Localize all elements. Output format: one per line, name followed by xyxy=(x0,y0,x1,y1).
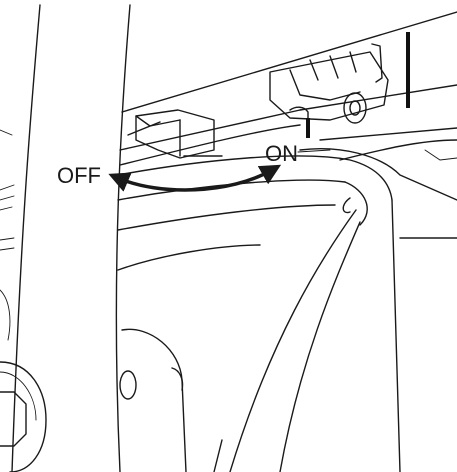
on-leader-line xyxy=(297,149,331,153)
left-bracket xyxy=(0,361,47,472)
left-frame xyxy=(0,4,131,472)
direction-arrow xyxy=(108,164,282,192)
diagonal-strap xyxy=(213,209,361,472)
top-housing xyxy=(119,11,457,166)
switch-knob xyxy=(135,109,223,159)
pivot-plate xyxy=(119,328,187,472)
on-label: ON xyxy=(265,141,298,166)
off-label: OFF xyxy=(57,163,101,188)
latch-bracket xyxy=(269,43,389,138)
motor-casing xyxy=(117,127,457,472)
